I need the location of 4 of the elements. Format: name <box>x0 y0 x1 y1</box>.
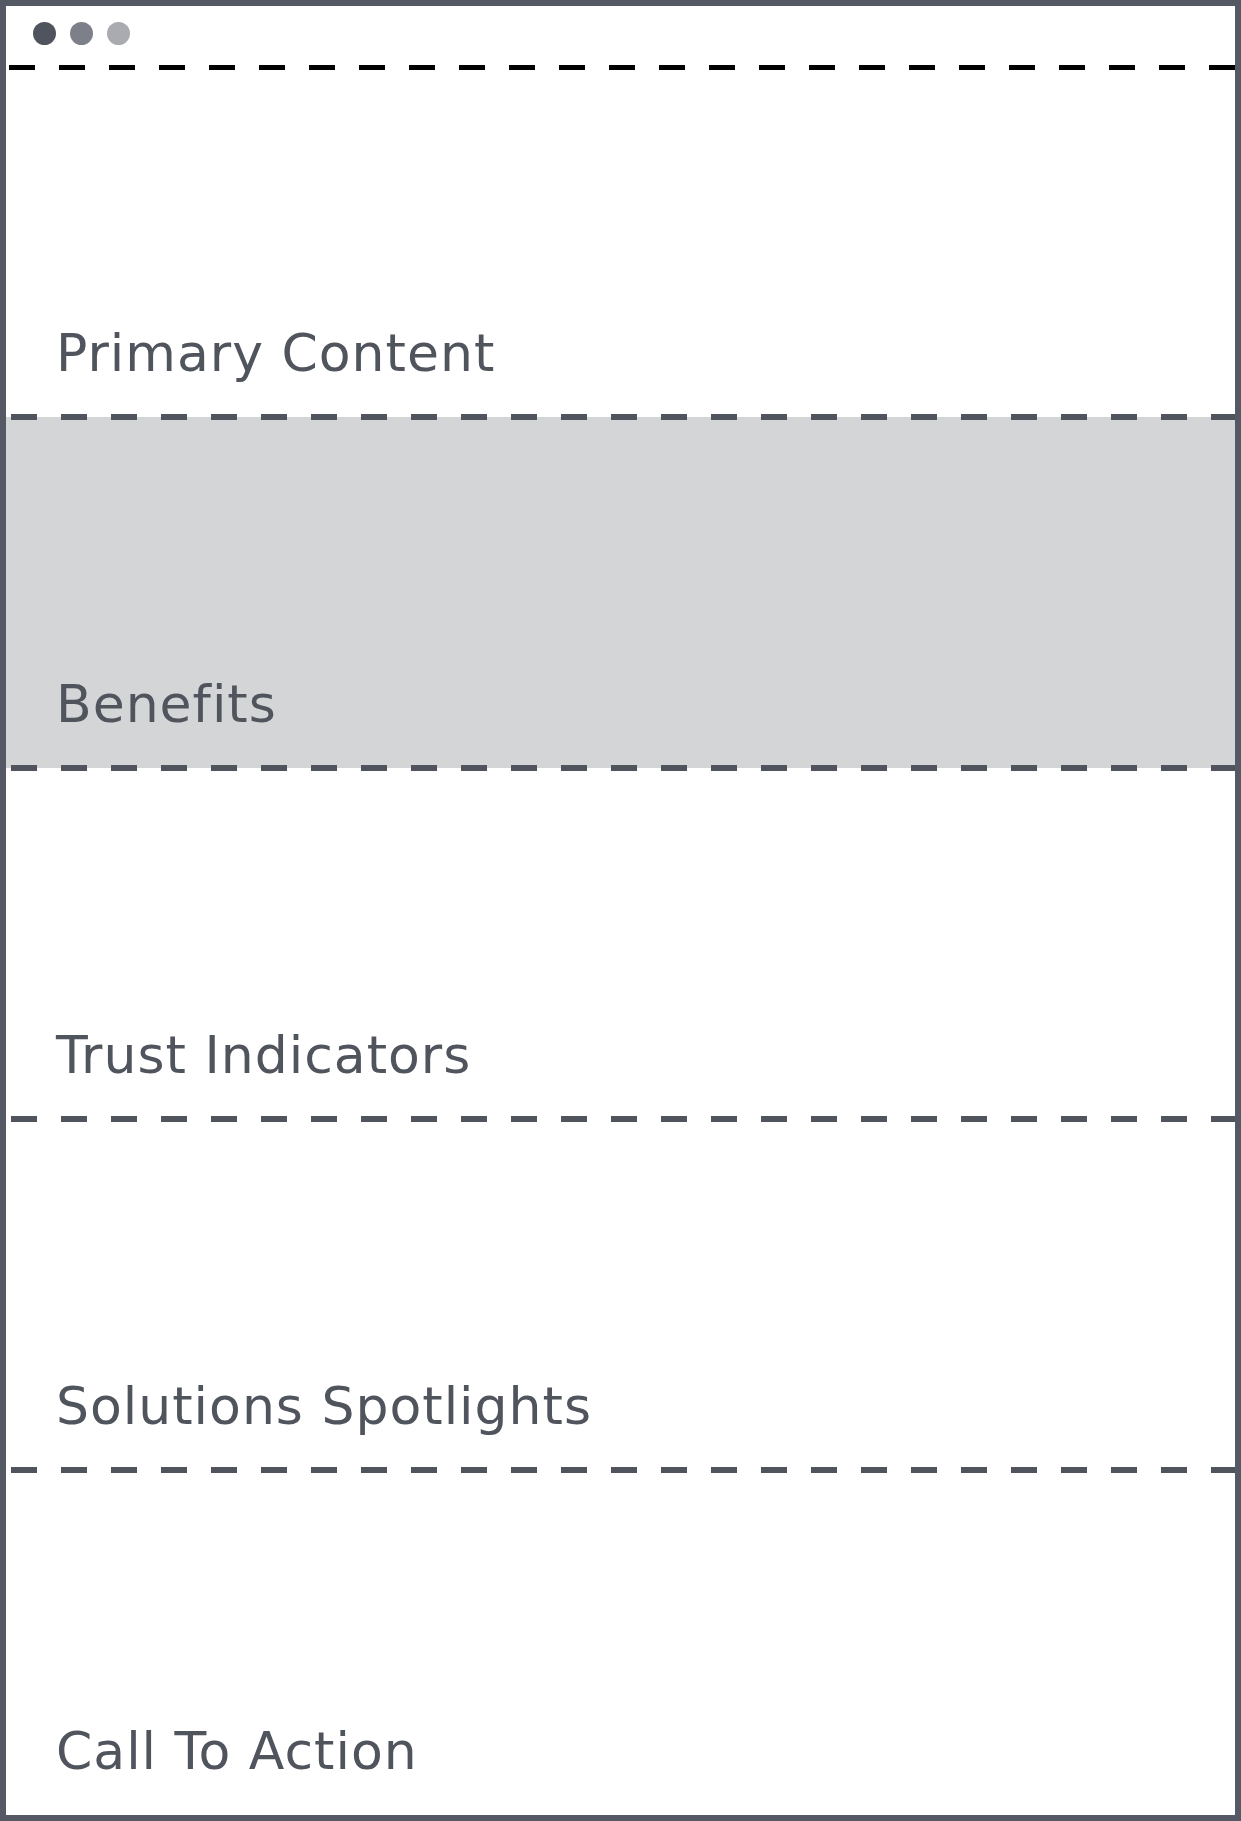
section-title: Trust Indicators <box>56 1029 472 1081</box>
section-title: Benefits <box>56 678 277 730</box>
highlighted-section <box>6 417 1235 768</box>
section-title: Call To Action <box>56 1725 418 1777</box>
